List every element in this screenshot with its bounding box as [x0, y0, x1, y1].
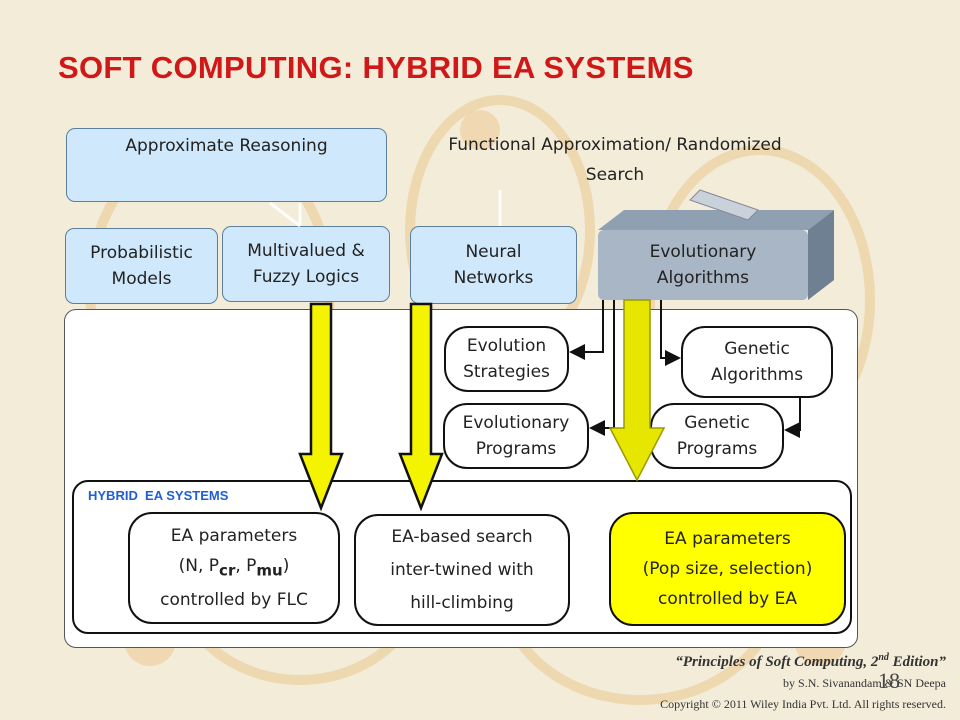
probabilistic-models-box: Probabilistic Models [65, 228, 218, 304]
genetic-programs-label: Genetic Programs [676, 413, 758, 459]
hybrid-ea-systems-label: HYBRID EA SYSTEMS [88, 488, 229, 503]
genetic-algorithms-label: Genetic Algorithms [710, 339, 804, 385]
copyright-notice: Copyright © 2011 Wiley India Pvt. Ltd. A… [660, 697, 946, 711]
book-authors: by S.N. Sivanandam & SN Deepa [783, 676, 946, 690]
flc-box-line-3: controlled by FLC [160, 590, 308, 611]
flc-sub-cr: cr [219, 561, 236, 580]
evolutionary-programs-box: Evolutionary Programs [443, 403, 589, 469]
evolution-strategies-label: Evolution Strategies [463, 336, 550, 382]
page-number: 18 [878, 668, 900, 693]
ea-box-line-1: EA parameters [664, 529, 791, 549]
slide-title: SOFT COMPUTING: HYBRID EA SYSTEMS [58, 50, 694, 85]
neural-networks-box: Neural Networks [410, 226, 577, 304]
flc-box-line-2: (N, Pcr, Pmu) [179, 551, 290, 585]
evolutionary-programs-label: Evolutionary Programs [462, 413, 570, 459]
book-title: “Principles of Soft Computing, 2 [675, 654, 879, 670]
evolutionary-algorithms-box: Evolutionary Algorithms [598, 230, 808, 300]
neural-networks-label: Neural Networks [453, 242, 534, 288]
genetic-programs-box: Genetic Programs [650, 403, 784, 469]
genetic-algorithms-box: Genetic Algorithms [681, 326, 833, 398]
flc-sub-mu: mu [256, 561, 283, 580]
flc-params-text: (N, P [178, 555, 220, 576]
ea-controlled-ea-box: EA parameters (Pop size, selection) cont… [609, 512, 846, 626]
ea-based-search-box: EA-based search inter-twined with hill-c… [354, 514, 570, 626]
book-title-sup: nd [878, 652, 889, 663]
flc-controlled-ea-box: EA parameters (N, Pcr, Pmu) controlled b… [128, 512, 340, 624]
ea-box-line-3: controlled by EA [658, 589, 797, 609]
functional-approximation-label: Functional Approximation/ Randomized Sea… [448, 135, 782, 185]
flc-params-mid: , P [235, 555, 257, 576]
fuzzy-logics-label: Multivalued & Fuzzy Logics [247, 241, 365, 287]
evolutionary-algorithms-label: Evolutionary Algorithms [649, 242, 757, 288]
fuzzy-logics-box: Multivalued & Fuzzy Logics [222, 226, 390, 302]
probabilistic-models-label: Probabilistic Models [90, 243, 193, 289]
book-title-end: Edition” [888, 654, 946, 670]
ea-box-line-2: (Pop size, selection) [642, 559, 813, 579]
evolution-strategies-box: Evolution Strategies [444, 326, 569, 392]
flc-box-line-1: EA parameters [170, 525, 298, 546]
ea-based-search-label: EA-based search inter-twined with hill-c… [390, 526, 534, 613]
approximate-reasoning-label: Approximate Reasoning [125, 136, 328, 156]
approximate-reasoning-box: Approximate Reasoning [66, 128, 387, 202]
book-citation: “Principles of Soft Computing, 2nd Editi… [675, 652, 946, 671]
flc-params-close: ) [282, 555, 290, 576]
